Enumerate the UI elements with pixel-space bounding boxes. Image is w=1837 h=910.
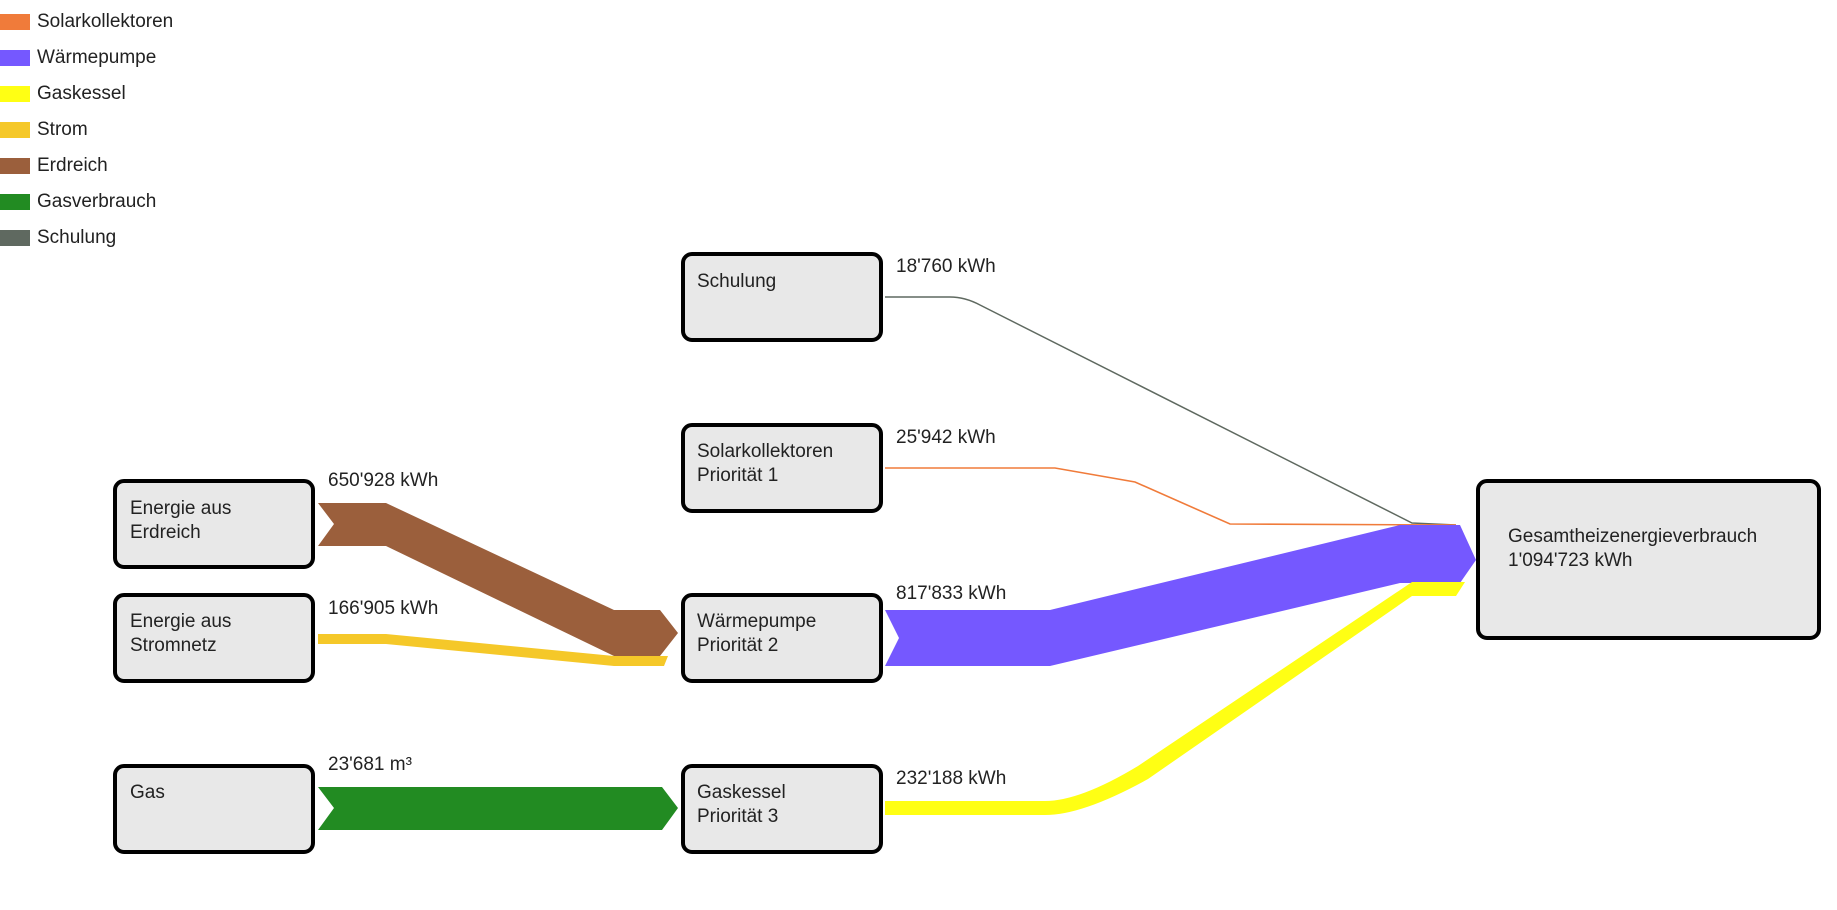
- legend-item-schulung: Schulung: [0, 220, 173, 256]
- flow-strom: [318, 634, 668, 666]
- node-box-schulung: [681, 252, 883, 342]
- node-box-gesamt: [1476, 479, 1821, 640]
- node-box-gas: [113, 764, 315, 854]
- node-label-gas: Gas: [130, 782, 165, 803]
- legend-label: Erdreich: [37, 155, 108, 176]
- legend-label: Strom: [37, 119, 88, 140]
- node-label-stromnetz: Energie aus Stromnetz: [130, 611, 237, 656]
- node-label-erdreich: Energie aus Erdreich: [130, 498, 237, 543]
- legend-label: Gaskessel: [37, 83, 126, 104]
- legend-swatch: [0, 86, 30, 102]
- flow-label-solarkollektoren: 25'942 kWh: [896, 427, 996, 448]
- legend-item-solarkollektoren: Solarkollektoren: [0, 4, 173, 40]
- flow-label-strom: 166'905 kWh: [328, 598, 438, 619]
- flow-schulung: [885, 296, 1457, 526]
- legend-label: Solarkollektoren: [37, 11, 174, 32]
- flow-erdreich: [318, 503, 678, 656]
- legend: Solarkollektoren Wärmepumpe Gaskessel St…: [0, 4, 173, 256]
- flow-label-gaskessel: 232'188 kWh: [896, 768, 1006, 789]
- flow-label-erdreich: 650'928 kWh: [328, 470, 438, 491]
- node-box-solarkollektoren: [681, 423, 883, 513]
- legend-swatch: [0, 230, 30, 246]
- node-label-solarkollektoren: Solarkollektoren Priorität 1: [697, 441, 839, 486]
- flow-label-waermepumpe: 817'833 kWh: [896, 583, 1006, 604]
- legend-label: Wärmepumpe: [37, 47, 157, 68]
- legend-item-gaskessel: Gaskessel: [0, 76, 173, 112]
- legend-item-erdreich: Erdreich: [0, 148, 173, 184]
- legend-swatch: [0, 50, 30, 66]
- node-box-erdreich: [113, 479, 315, 569]
- legend-swatch: [0, 194, 30, 210]
- node-label-gesamt: Gesamtheizenergieverbrauch 1'094'723 kWh: [1508, 526, 1763, 571]
- node-label-schulung: Schulung: [697, 271, 776, 292]
- node-label-gaskessel: Gaskessel Priorität 3: [697, 782, 791, 827]
- flow-gasverbrauch: [318, 787, 678, 830]
- legend-swatch: [0, 14, 30, 30]
- node-label-waermepumpe: Wärmepumpe Priorität 2: [697, 611, 822, 656]
- node-box-waermepumpe: [681, 593, 883, 683]
- flow-label-schulung: 18'760 kWh: [896, 256, 996, 277]
- legend-label: Gasverbrauch: [37, 191, 157, 212]
- flow-waermepumpe: [885, 525, 1476, 666]
- node-box-gaskessel: [681, 764, 883, 854]
- legend-swatch: [0, 158, 30, 174]
- legend-item-waermepumpe: Wärmepumpe: [0, 40, 173, 76]
- legend-swatch: [0, 122, 30, 138]
- flow-label-gas: 23'681 m³: [328, 754, 412, 775]
- node-box-stromnetz: [113, 593, 315, 683]
- legend-label: Schulung: [37, 227, 117, 248]
- flow-solarkollektoren: [885, 467, 1457, 526]
- legend-item-strom: Strom: [0, 112, 173, 148]
- legend-item-gasverbrauch: Gasverbrauch: [0, 184, 173, 220]
